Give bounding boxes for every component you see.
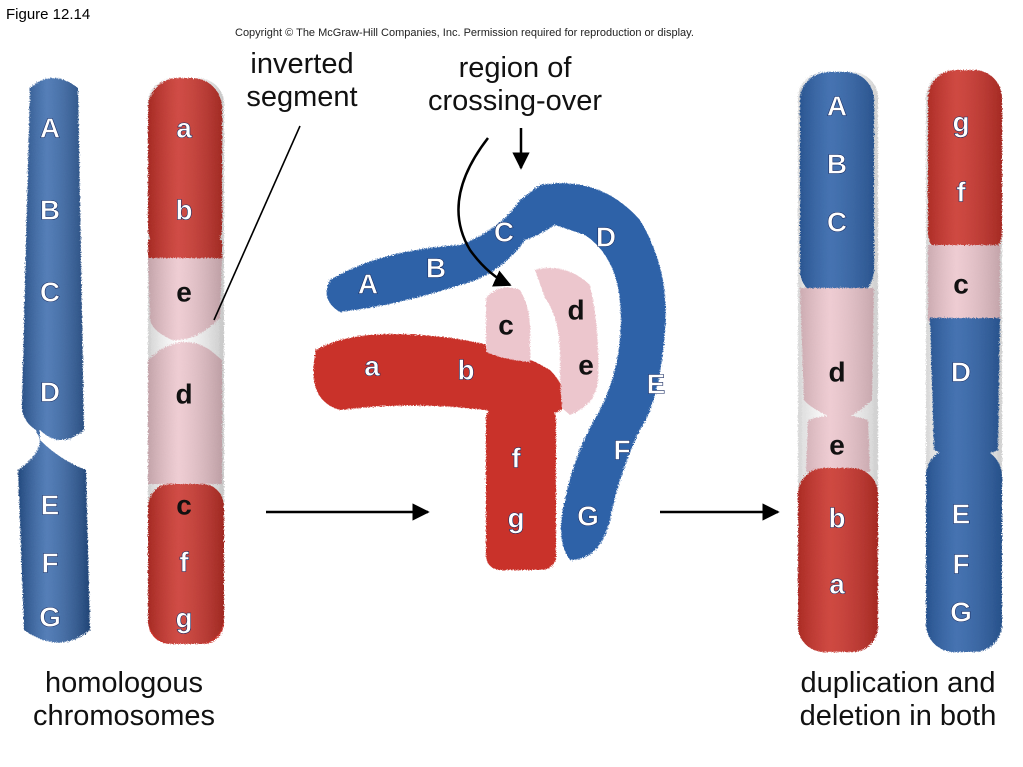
gene-label-loop-blue-2: C — [494, 217, 514, 248]
duplication-deletion-caption: duplication and deletion in both — [799, 667, 997, 733]
gene-label-right-red-blue-0: g — [952, 107, 969, 138]
gene-label-right-red-blue-4: E — [952, 499, 971, 530]
loop-blue-strand — [326, 183, 666, 560]
gene-label-left-red-3: d — [175, 379, 192, 410]
gene-label-loop-blue-3: D — [596, 222, 616, 253]
gene-label-loop-red-1: b — [457, 355, 474, 386]
gene-label-loop-blue-1: B — [426, 253, 446, 284]
loop-red-strand — [313, 267, 599, 570]
gene-label-right-blue-red-3: d — [828, 357, 845, 388]
inverted-segment-label: inverted segment — [246, 48, 358, 114]
gene-label-loop-red-4: e — [578, 350, 594, 381]
gene-label-left-blue-2: C — [40, 277, 60, 308]
gene-label-right-blue-red-4: e — [829, 430, 845, 461]
homologous-chromosomes-caption: homologous chromosomes — [32, 667, 216, 733]
gene-label-left-red-2: e — [176, 277, 192, 308]
gene-label-right-red-blue-5: F — [952, 549, 969, 580]
gene-label-left-red-1: b — [175, 195, 192, 226]
gene-label-left-blue-5: F — [41, 548, 58, 579]
gene-label-right-red-blue-3: D — [951, 357, 971, 388]
right-chromosome-1 — [798, 72, 878, 652]
gene-label-right-blue-red-6: a — [829, 569, 845, 600]
left-red-chromosome — [148, 78, 224, 644]
gene-label-right-red-blue-1: f — [956, 177, 966, 208]
crossing-over-curved-arrow — [457, 137, 512, 287]
gene-label-left-red-6: g — [175, 603, 192, 634]
gene-label-loop-red-0: a — [364, 351, 380, 382]
gene-label-left-red-0: a — [176, 113, 192, 144]
gene-label-right-blue-red-0: A — [827, 91, 847, 122]
left-blue-chromosome — [18, 78, 90, 643]
inverted-segment-pointer — [213, 125, 301, 321]
gene-label-right-blue-red-2: C — [827, 207, 847, 238]
gene-label-left-blue-0: A — [40, 113, 60, 144]
gene-label-right-blue-red-1: B — [827, 149, 847, 180]
gene-label-left-blue-4: E — [41, 490, 60, 521]
gene-label-loop-red-2: c — [498, 310, 514, 341]
gene-label-left-blue-6: G — [39, 602, 61, 633]
gene-label-left-blue-1: B — [40, 195, 60, 226]
gene-label-loop-blue-4: E — [647, 369, 666, 400]
gene-label-left-red-5: f — [179, 547, 189, 578]
figure-label: Figure 12.14 — [6, 6, 91, 23]
copyright-notice: Copyright © The McGraw-Hill Companies, I… — [235, 27, 694, 39]
gene-label-loop-red-6: g — [507, 503, 524, 534]
gene-label-loop-blue-6: G — [577, 501, 599, 532]
gene-label-loop-red-5: f — [511, 443, 521, 474]
gene-label-loop-red-3: d — [567, 295, 584, 326]
gene-label-left-red-4: c — [176, 490, 192, 521]
gene-label-loop-blue-0: A — [358, 269, 378, 300]
gene-label-right-red-blue-2: c — [953, 269, 969, 300]
crossing-over-label: region of crossing-over — [427, 52, 603, 118]
gene-label-right-red-blue-6: G — [950, 597, 972, 628]
gene-label-left-blue-3: D — [40, 377, 60, 408]
gene-label-right-blue-red-5: b — [828, 503, 845, 534]
gene-label-loop-blue-5: F — [613, 435, 630, 466]
right-chromosome-2 — [926, 70, 1002, 652]
